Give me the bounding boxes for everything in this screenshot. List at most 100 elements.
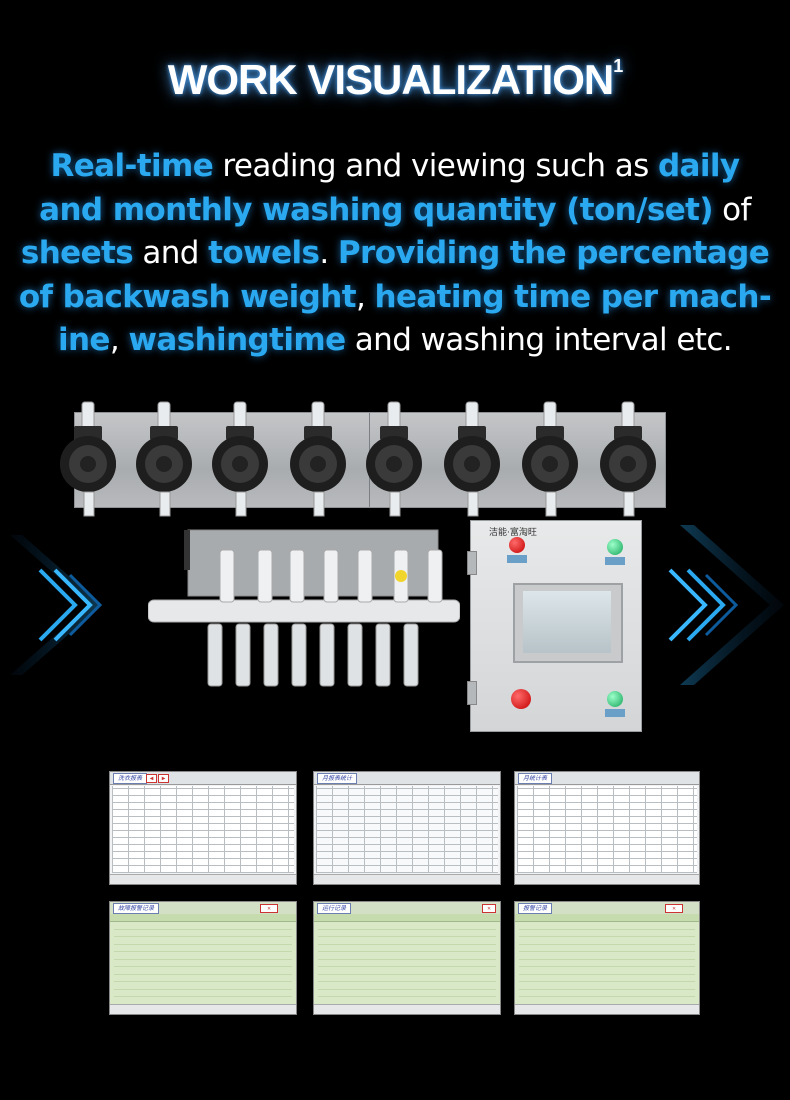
- highlight-towels: towels: [208, 235, 320, 271]
- screenshot-fault-log: 故障报警记录 ✕: [109, 901, 297, 1015]
- left-chevrons-icon: [10, 535, 103, 675]
- screenshot-tab: 月统计表: [518, 773, 553, 784]
- green-indicator-icon: [607, 539, 623, 555]
- highlight-monthly-quantity: and monthly washing quantity (ton/set): [39, 191, 713, 228]
- screenshot-alarm-log: 报警记录 ✕: [514, 901, 700, 1015]
- log-line: [318, 952, 496, 960]
- cabinet-hinge: [467, 681, 477, 705]
- screenshot-tab: 月报表统计: [317, 773, 358, 784]
- indicator-base-icon: [605, 709, 625, 717]
- description-line-2: and monthly washing quantity (ton/set) o…: [12, 189, 778, 233]
- stats-grid: [316, 786, 498, 873]
- log-line: [318, 975, 496, 982]
- text-segment: .: [319, 235, 338, 271]
- log-line: [114, 967, 292, 975]
- log-line: [114, 990, 292, 997]
- screenshot-footer: [110, 1004, 296, 1014]
- stop-button-icon: [511, 689, 531, 709]
- log-line: [519, 952, 695, 960]
- text-segment: and washing interval etc.: [345, 322, 733, 358]
- page-title: WORK VISUALIZATION1: [0, 56, 790, 104]
- highlight-ine: ine: [57, 322, 111, 358]
- screenshot-daily-report: 洗衣报表 ◀ ▶: [109, 771, 297, 885]
- cabinet-hinge: [467, 551, 477, 575]
- highlight-daily: daily: [657, 148, 740, 184]
- log-line: [114, 945, 292, 952]
- screenshot-footer: [110, 874, 296, 884]
- screenshot-monthly-stats: 月报表统计: [313, 771, 501, 885]
- log-lines: [318, 922, 496, 1012]
- report-table: [517, 786, 697, 873]
- screenshot-monthly-table: 月统计表: [514, 771, 700, 885]
- highlight-heating-time: heating time per mach-: [374, 278, 772, 315]
- screenshot-tab: 洗衣报表: [113, 773, 148, 784]
- description: Real-time reading and viewing such as da…: [12, 145, 778, 363]
- cabinet-logo: 洁能·富淘旺: [489, 528, 537, 538]
- touchscreen: [523, 591, 611, 653]
- log-line: [114, 975, 292, 982]
- text-segment: ,: [355, 278, 375, 315]
- close-icon: ✕: [482, 904, 496, 913]
- log-line: [519, 937, 695, 945]
- log-line: [318, 922, 496, 930]
- highlight-real-time: Real-time: [50, 148, 214, 184]
- valve-manifold-icon: [148, 529, 460, 687]
- touchscreen-frame: [513, 583, 623, 663]
- control-cabinet: 洁能·富淘旺: [467, 520, 642, 732]
- description-line-1: Real-time reading and viewing such as da…: [12, 145, 778, 189]
- title-text: WORK VISUALIZATION: [167, 56, 615, 103]
- screenshot-tab: 故障报警记录: [113, 903, 160, 914]
- log-line: [318, 945, 496, 952]
- screenshot-toolbar: [515, 772, 699, 785]
- description-line-5: ine, washingtime and washing interval et…: [12, 319, 778, 363]
- start-button-icon: [607, 691, 623, 707]
- log-line: [519, 922, 695, 930]
- log-line: [519, 990, 695, 997]
- indicator-base-icon: [507, 555, 527, 563]
- indicator-base-icon: [605, 557, 625, 565]
- log-line: [318, 982, 496, 990]
- screenshot-toolbar: [314, 772, 500, 785]
- report-table: [112, 786, 294, 873]
- screenshot-run-log: 运行记录 ✕: [313, 901, 501, 1015]
- screenshot-tab: 报警记录: [518, 903, 553, 914]
- close-icon: ✕: [665, 904, 683, 913]
- log-line: [318, 960, 496, 967]
- log-lines: [519, 922, 695, 1012]
- red-indicator-icon: [509, 537, 525, 553]
- text-segment: ,: [109, 322, 129, 358]
- log-line: [114, 952, 292, 960]
- text-segment: of: [712, 191, 751, 228]
- description-line-4: of backwash weight, heating time per mac…: [12, 276, 778, 320]
- title-superscript: 1: [613, 56, 623, 76]
- right-chevrons-icon: [668, 525, 784, 685]
- screenshot-footer: [515, 1004, 699, 1014]
- log-line: [519, 930, 695, 937]
- log-line: [114, 960, 292, 967]
- close-icon: ✕: [260, 904, 278, 913]
- log-line: [519, 982, 695, 990]
- text-segment: reading and viewing such as: [213, 148, 658, 184]
- description-line-3: sheets and towels. Providing the percent…: [12, 232, 778, 276]
- log-line: [318, 990, 496, 997]
- next-arrow-icon: ▶: [158, 774, 169, 783]
- highlight-backwash: of backwash weight: [18, 278, 357, 315]
- highlight-washingtime: washingtime: [128, 322, 346, 358]
- prev-arrow-icon: ◀: [146, 774, 157, 783]
- log-lines: [114, 922, 292, 1012]
- screenshot-tab: 运行记录: [317, 903, 352, 914]
- log-line: [519, 960, 695, 967]
- log-line: [114, 930, 292, 937]
- log-header: [314, 914, 500, 922]
- log-line: [519, 975, 695, 982]
- highlight-percentage: Providing the percentage: [337, 235, 770, 271]
- screenshot-footer: [314, 874, 500, 884]
- log-line: [114, 937, 292, 945]
- log-line: [318, 937, 496, 945]
- highlight-sheets: sheets: [20, 235, 134, 271]
- dosing-pumps-icon: [60, 401, 657, 517]
- log-header: [110, 914, 296, 922]
- log-line: [519, 967, 695, 975]
- screenshot-footer: [314, 1004, 500, 1014]
- log-line: [318, 930, 496, 937]
